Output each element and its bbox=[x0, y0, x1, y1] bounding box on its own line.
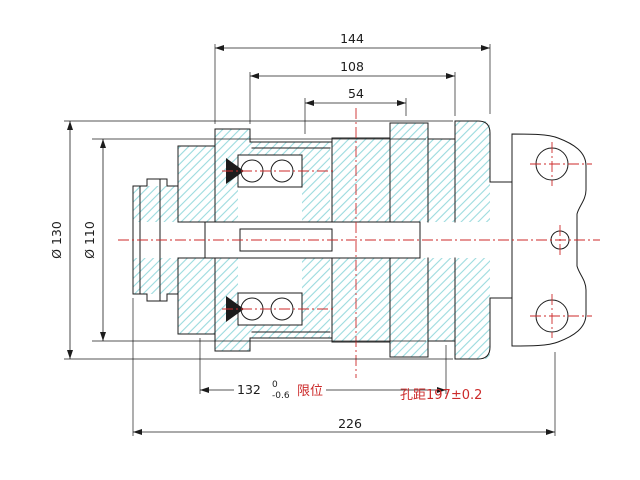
bearing-top-races bbox=[237, 154, 303, 188]
seal-labyrinth-lines bbox=[251, 147, 331, 333]
dim-226-label: 226 bbox=[338, 416, 362, 431]
shaft-bore-lines bbox=[177, 221, 421, 259]
hole-pitch-label: 孔距197±0.2 bbox=[400, 388, 482, 403]
red-annotations: 限位 孔距197±0.2 bbox=[297, 384, 482, 403]
extension-lines bbox=[64, 44, 556, 436]
limit-note-label: 限位 bbox=[297, 384, 323, 399]
hatch-tread-bottom bbox=[428, 258, 455, 341]
roller-internal-faces bbox=[331, 120, 456, 360]
neck-lines bbox=[489, 181, 513, 299]
hole-top-crosshair bbox=[530, 142, 592, 186]
bearing-seals bbox=[226, 158, 244, 322]
seal-top bbox=[226, 158, 244, 184]
hatch-web-top bbox=[302, 155, 330, 222]
mounting-bracket-outline bbox=[511, 133, 587, 347]
dim-132-label: 132 bbox=[237, 382, 261, 397]
hatch-step-bottom bbox=[390, 258, 428, 357]
dim-132-tol-upper: 0 bbox=[272, 380, 278, 390]
dim-144-label: 144 bbox=[340, 31, 364, 46]
hatch-rim-bottom-a bbox=[238, 325, 250, 351]
section-hatch-regions bbox=[133, 121, 490, 359]
hatch-hub-bottom bbox=[178, 258, 215, 334]
dim-54-label: 54 bbox=[348, 86, 364, 101]
hole-bottom-crosshair bbox=[530, 294, 592, 338]
hatch-rim-top-a bbox=[238, 129, 250, 155]
hub-outline bbox=[177, 145, 216, 335]
dim-108-label: 108 bbox=[340, 59, 364, 74]
hatch-web-bottom bbox=[302, 258, 330, 325]
bore-keyway-rect bbox=[239, 228, 333, 252]
bearing-bottom-races bbox=[237, 292, 303, 326]
hatch-step-top bbox=[390, 123, 428, 222]
hatch-mid-top bbox=[332, 138, 390, 222]
hatch-flange-right-top bbox=[455, 121, 490, 222]
dim-dia110-label: Ø 110 bbox=[82, 221, 97, 259]
dim-dia130-label: Ø 130 bbox=[49, 221, 64, 259]
centerlines bbox=[118, 108, 600, 378]
hatch-flange-right-bottom bbox=[455, 258, 490, 359]
hatch-mid-bottom bbox=[332, 258, 390, 342]
dimension-graphics: 144 108 54 Ø 130 Ø 110 132 0 -0.6 226 限位… bbox=[49, 31, 556, 436]
dim-132-tol-lower: -0.6 bbox=[272, 391, 290, 401]
seal-bottom bbox=[226, 296, 244, 322]
hatch-tread-top bbox=[428, 139, 455, 222]
hatch-hub-top bbox=[178, 146, 215, 222]
